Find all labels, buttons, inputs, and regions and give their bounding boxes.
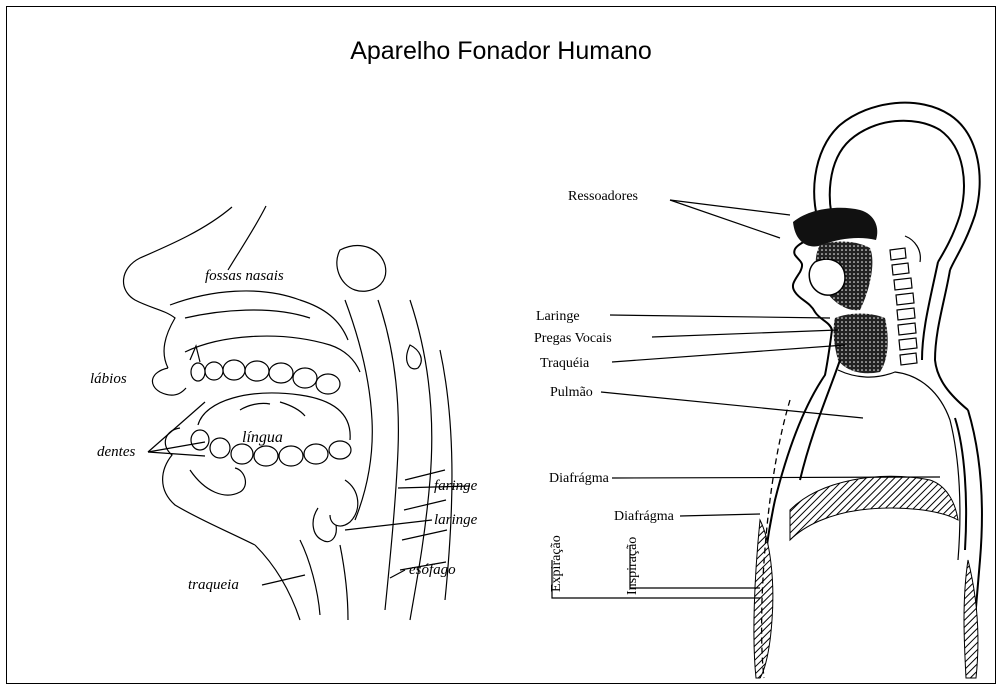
label-laringe-right: Laringe: [536, 309, 580, 324]
label-expiracao: Expiração: [549, 535, 564, 592]
upper-teeth: [190, 346, 340, 394]
label-inspiracao: Inspiração: [625, 537, 640, 595]
label-labios: lábios: [90, 371, 127, 387]
label-traqueia: traqueia: [188, 577, 239, 593]
label-faringe: faringe: [434, 478, 478, 494]
label-dentes: dentes: [97, 444, 135, 460]
left-head-section: [124, 206, 470, 620]
label-traqueia-right: Traquéia: [540, 356, 590, 371]
label-fossas-nasais: fossas nasais: [205, 268, 284, 284]
spine: [890, 236, 920, 365]
label-pregas-vocais: Pregas Vocais: [534, 331, 612, 346]
label-esofago: esófago: [409, 562, 456, 578]
label-lingua: língua: [242, 429, 283, 446]
label-pulmao: Pulmão: [550, 385, 593, 400]
label-diafragma-2: Diafrágma: [614, 509, 675, 524]
label-diafragma-1: Diafrágma: [549, 471, 610, 486]
label-laringe: laringe: [434, 512, 478, 528]
label-ressoadores: Ressoadores: [568, 189, 638, 204]
